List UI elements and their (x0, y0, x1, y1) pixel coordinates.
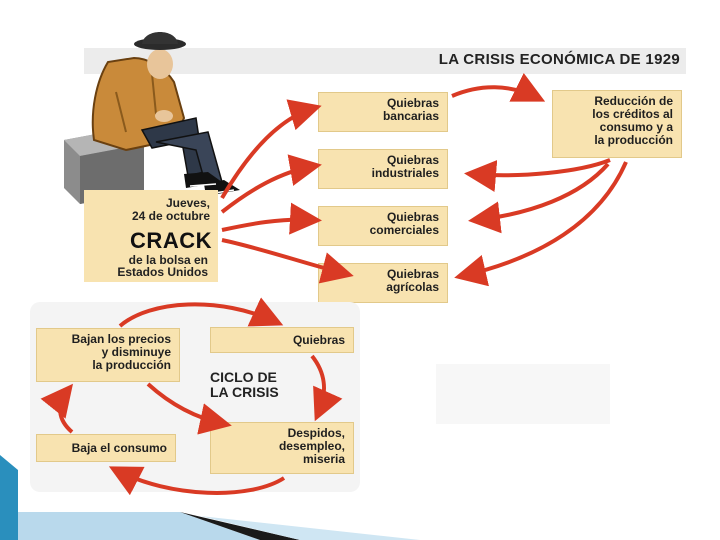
arrow-crack-agricolas (222, 240, 346, 274)
arrow-precios-despidos (148, 384, 224, 424)
arrow-bancarias-reduction (452, 87, 538, 98)
arrow-precios-quiebras (120, 304, 276, 326)
arrow-reduction-industriales (472, 160, 610, 175)
arrow-crack-comerciales (222, 220, 314, 230)
arrow-quiebras-despidos (312, 356, 324, 414)
arrow-despidos-consumo (116, 470, 284, 493)
arrow-crack-bancarias (222, 108, 314, 198)
arrow-consumo-precios (60, 390, 72, 432)
